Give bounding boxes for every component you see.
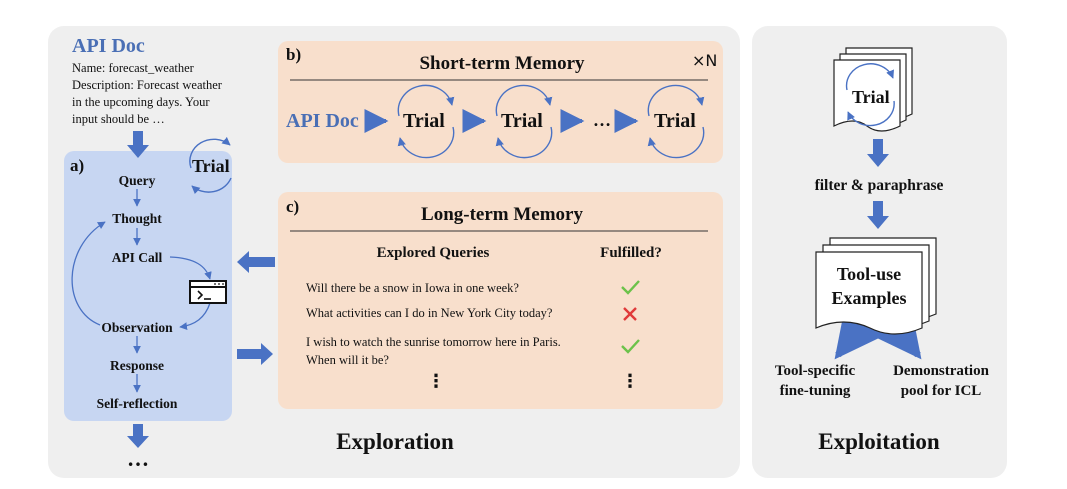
panel-b-box	[278, 41, 723, 163]
panel-a-box	[64, 151, 232, 421]
col-explored-queries: Explored Queries	[376, 245, 490, 261]
examples-document-stack-icon	[815, 237, 937, 335]
panel-b-repeat: ×N	[692, 51, 718, 70]
examples-label-line: Examples	[831, 288, 907, 308]
arrow-to-demo-pool	[865, 297, 922, 360]
filter-paraphrase-label: filter & paraphrase	[814, 177, 944, 194]
output-demo-pool-line: Demonstration	[893, 363, 989, 379]
arrow-apicall-to-terminal	[169, 256, 212, 280]
api-doc-line: Name: forecast_weather	[72, 61, 194, 75]
panel-a-ellipsis: …	[127, 446, 149, 471]
cycle-arrows-icon	[845, 63, 895, 127]
trial-label: Trial	[654, 110, 696, 132]
panel-b-title: Short-term Memory	[419, 53, 585, 74]
panel-c-box	[278, 192, 723, 409]
terminal-icon	[189, 280, 227, 304]
arrow-obs-to-thought-loop	[71, 221, 106, 326]
arrow-a-to-c	[237, 343, 273, 365]
api-doc-title: API Doc	[72, 35, 145, 57]
api-doc-line: input should be …	[72, 112, 165, 126]
arrow-a-to-more	[127, 424, 149, 448]
cycle-arrows-icon	[495, 84, 553, 159]
panel-c-letter: c)	[286, 197, 300, 216]
output-demo-pool-line: pool for ICL	[900, 383, 982, 399]
panel-c-title: Long-term Memory	[421, 204, 583, 225]
step-thought: Thought	[112, 211, 162, 226]
api-doc-line: Description: Forecast weather	[72, 78, 222, 92]
cycle-arrows-icon	[189, 136, 232, 195]
panel-b-letter: b)	[286, 45, 302, 64]
exploitation-label: Exploitation	[818, 429, 940, 454]
arrow-c-to-a	[237, 251, 275, 273]
panel-b-api-doc: API Doc	[286, 110, 359, 132]
examples-label-line: Tool-use	[836, 264, 902, 284]
api-doc-line: in the upcoming days. Your	[72, 95, 210, 109]
arrow-terminal-to-obs	[179, 302, 211, 330]
query-row: I wish to watch the sunrise tomorrow her…	[306, 335, 561, 368]
query-row: What activities can I do in New York Cit…	[306, 306, 553, 320]
cycle-arrows-icon	[647, 84, 705, 159]
output-finetuning-line: fine-tuning	[779, 383, 851, 399]
exploration-label: Exploration	[336, 429, 454, 454]
exploitation-trial-label: Trial	[852, 87, 890, 107]
step-self-reflection: Self-reflection	[96, 396, 178, 411]
arrow-doc-to-a	[127, 131, 149, 158]
queries-vdots: ⋮	[427, 371, 445, 392]
panel-a-letter: a)	[70, 156, 85, 175]
cycle-arrows-icon	[397, 84, 455, 159]
panel-b-ellipsis: …	[593, 110, 611, 130]
output-finetuning-line: Tool-specific	[774, 363, 856, 379]
step-response: Response	[109, 358, 165, 373]
arrow-to-finetuning	[834, 297, 891, 360]
cross-icon	[623, 307, 637, 321]
arrow-trials-to-filter	[867, 139, 889, 167]
col-fulfilled: Fulfilled?	[600, 245, 662, 261]
check-icon	[621, 339, 640, 354]
query-row: Will there be a snow in Iowa in one week…	[306, 281, 519, 295]
panel-a-trial-label: Trial	[192, 156, 230, 176]
check-icon	[621, 280, 640, 295]
step-api-call: API Call	[111, 250, 163, 265]
trial-label: Trial	[501, 110, 543, 132]
step-observation: Observation	[101, 320, 173, 335]
trial-label: Trial	[403, 110, 445, 132]
fulfilled-vdots: ⋮	[621, 371, 639, 392]
arrow-filter-to-examples	[867, 201, 889, 229]
step-query: Query	[118, 173, 156, 188]
